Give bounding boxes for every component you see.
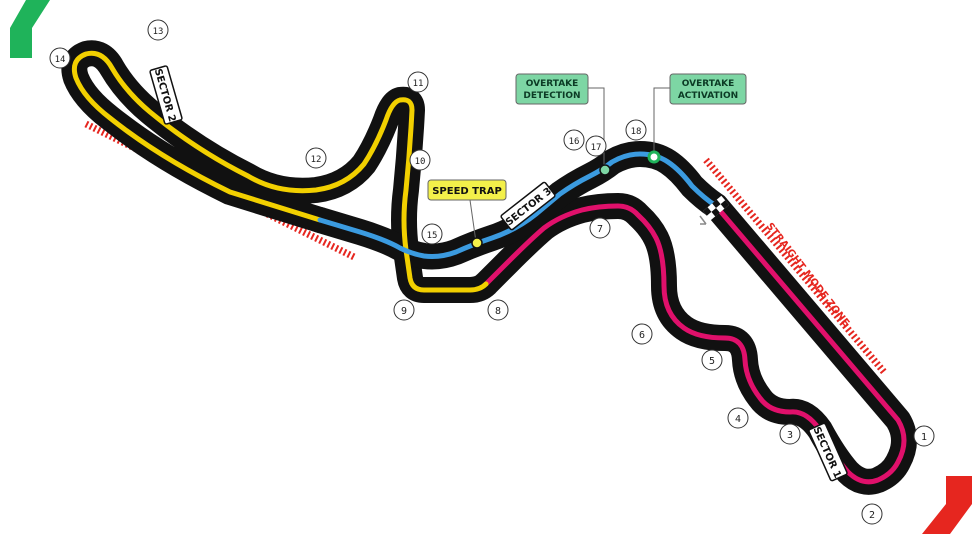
svg-text:16: 16 bbox=[569, 137, 580, 147]
svg-text:8: 8 bbox=[495, 306, 501, 317]
svg-text:6: 6 bbox=[639, 330, 645, 341]
svg-text:10: 10 bbox=[415, 157, 426, 167]
svg-text:OVERTAKE: OVERTAKE bbox=[682, 79, 735, 89]
svg-text:13: 13 bbox=[153, 27, 164, 37]
corner-11: 11 bbox=[407, 71, 429, 93]
corner-17: 17 bbox=[585, 135, 607, 157]
corner-4: 4 bbox=[727, 407, 749, 429]
straight-mode-zone-right bbox=[703, 157, 887, 375]
sector-2-line bbox=[71, 50, 489, 293]
corner-2: 2 bbox=[861, 503, 883, 525]
corner-1: 1 bbox=[913, 425, 935, 447]
svg-text:OVERTAKE: OVERTAKE bbox=[526, 79, 579, 89]
corner-6: 6 bbox=[631, 323, 653, 345]
corner-8: 8 bbox=[487, 299, 509, 321]
corner-15: 15 bbox=[421, 223, 443, 245]
corner-7: 7 bbox=[589, 217, 611, 239]
overtake-activation-callout: OVERTAKE ACTIVATION bbox=[669, 73, 747, 105]
corner-13: 13 bbox=[147, 19, 169, 41]
corner-3: 3 bbox=[779, 423, 801, 445]
corner-12: 12 bbox=[305, 147, 327, 169]
svg-text:9: 9 bbox=[401, 306, 407, 317]
speed-trap-callout: SPEED TRAP bbox=[427, 179, 507, 201]
sector-3-line bbox=[317, 151, 719, 259]
svg-text:14: 14 bbox=[55, 55, 66, 65]
overtake-activation-marker bbox=[647, 150, 661, 164]
sector-1-line bbox=[483, 203, 907, 485]
svg-text:3: 3 bbox=[787, 430, 793, 441]
corner-18: 18 bbox=[625, 119, 647, 141]
svg-text:17: 17 bbox=[591, 143, 602, 153]
overtake-detection-callout: OVERTAKE DETECTION bbox=[515, 73, 589, 105]
brand-red-mark bbox=[922, 476, 972, 534]
svg-text:1: 1 bbox=[921, 432, 927, 443]
corner-16: 16 bbox=[563, 129, 585, 151]
speed-trap-marker bbox=[471, 237, 483, 249]
svg-text:2: 2 bbox=[869, 510, 875, 521]
svg-text:18: 18 bbox=[631, 127, 642, 137]
overtake-detection-marker bbox=[599, 164, 611, 176]
corner-5: 5 bbox=[701, 349, 723, 371]
svg-text:11: 11 bbox=[413, 79, 424, 89]
svg-text:12: 12 bbox=[311, 155, 322, 165]
track-outline-s1 bbox=[473, 193, 917, 495]
direction-arrow-icon bbox=[699, 215, 707, 225]
svg-text:7: 7 bbox=[597, 224, 603, 235]
svg-text:4: 4 bbox=[735, 414, 741, 425]
corner-10: 10 bbox=[409, 149, 431, 171]
corner-14: 14 bbox=[49, 47, 71, 69]
svg-text:ACTIVATION: ACTIVATION bbox=[678, 91, 738, 101]
brand-green-mark bbox=[10, 0, 50, 58]
svg-text:5: 5 bbox=[709, 356, 715, 367]
svg-text:SPEED TRAP: SPEED TRAP bbox=[432, 186, 502, 197]
svg-text:DETECTION: DETECTION bbox=[523, 91, 580, 101]
svg-text:15: 15 bbox=[427, 231, 438, 241]
corner-9: 9 bbox=[393, 299, 415, 321]
start-finish-line bbox=[702, 195, 730, 221]
